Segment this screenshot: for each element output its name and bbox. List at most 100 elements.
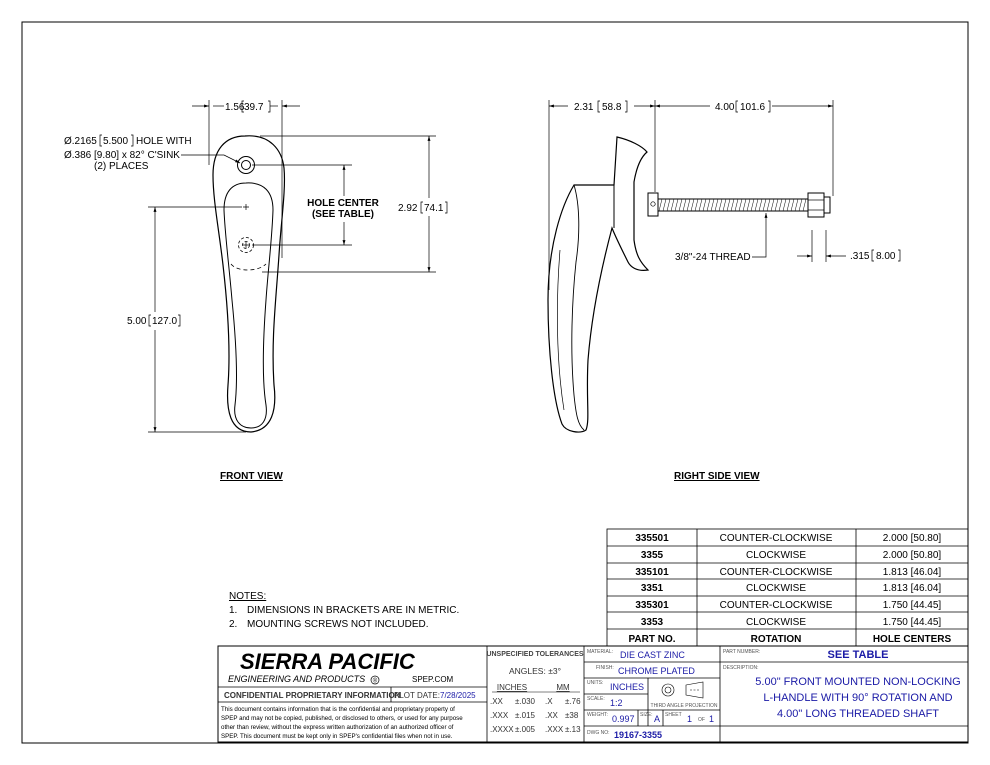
confidential-text-line: This document contains information that … — [221, 706, 455, 713]
handle-outline — [212, 135, 286, 433]
notes-title: NOTES: — [229, 591, 266, 602]
dim-length: 5.00 — [127, 316, 147, 327]
table-row-centers: 2.000 [50.80] — [883, 550, 942, 561]
tolerance-angles: ANGLES: ±3° — [509, 666, 561, 676]
hole-note-line1-mm: 5.500 — [103, 136, 128, 147]
table-row-part: 335501 — [635, 533, 669, 544]
tolerance-row-inch-place: .XX — [490, 697, 504, 706]
tolerance-row-inch-value: ±.030 — [515, 697, 536, 706]
tolerance-row-inch-value: ±.015 — [515, 711, 536, 720]
table-header-part: PART NO. — [628, 634, 675, 645]
table-row-rotation: COUNTER-CLOCKWISE — [720, 600, 833, 611]
right-side-view: 2.31 58.8 4.00 101.6 3/8"-24 THREAD .315… — [547, 100, 901, 482]
side-dim-end: .315 — [850, 251, 870, 262]
tolerance-row-inch-place: .XXXX — [490, 725, 514, 734]
confidential-text-line: other than review, without the express w… — [221, 724, 454, 731]
handle-lever-outline — [223, 182, 274, 429]
tolerance-mm-label: MM — [556, 683, 570, 692]
dim-width-mm: 39.7 — [244, 102, 264, 113]
table-header-centers: HOLE CENTERS — [873, 634, 952, 645]
hole-note-line1-suffix: HOLE WITH — [136, 136, 192, 147]
table-row-rotation: CLOCKWISE — [746, 550, 806, 561]
top-hole-countersink — [237, 156, 255, 174]
dim-height: 2.92 — [398, 203, 418, 214]
hole-note-line2: Ø.386 [9.80] x 82° C'SINK — [64, 150, 180, 161]
note-1-num: 1. — [229, 605, 237, 616]
hole-center-sublabel: (SEE TABLE) — [312, 209, 374, 220]
hidden-line — [230, 263, 267, 271]
table-row-part: 3355 — [641, 550, 664, 561]
material-label: MATERIAL: — [587, 649, 613, 655]
finish-value: CHROME PLATED — [618, 666, 695, 676]
side-view-title: RIGHT SIDE VIEW — [674, 471, 760, 482]
table-header-rotation: ROTATION — [751, 634, 802, 645]
front-view-title: FRONT VIEW — [220, 471, 283, 482]
registered-mark: ® — [373, 678, 378, 685]
scale-value: 1:2 — [610, 698, 623, 708]
top-hole — [241, 160, 251, 170]
plot-date: 7/28/2025 — [440, 691, 476, 700]
shaft-end — [823, 196, 831, 214]
side-dim-left-mm: 58.8 — [602, 102, 622, 113]
units-label: UNITS: — [587, 680, 603, 686]
dim-width: 1.56 — [225, 102, 245, 113]
sheet-value: 1 — [687, 714, 692, 724]
table-row-part: 335101 — [635, 567, 669, 578]
weight-value: 0.997 — [612, 714, 635, 724]
thread-label: 3/8"-24 THREAD — [675, 252, 751, 263]
hole-note-line1: Ø.2165 — [64, 136, 97, 147]
size-value: A — [654, 714, 660, 724]
company-website: SPEP.COM — [412, 675, 454, 684]
sheet-label: SHEET — [665, 712, 682, 718]
side-dim-left: 2.31 — [574, 102, 594, 113]
note-2-num: 2. — [229, 619, 237, 630]
table-row-rotation: CLOCKWISE — [746, 617, 806, 628]
sheet-total: 1 — [709, 714, 714, 724]
size-label: SIZE: — [640, 712, 653, 718]
bottom-hole — [242, 241, 250, 249]
dwg-no-label: DWG NO: — [587, 730, 610, 736]
side-handle-inner-line — [571, 184, 585, 431]
tolerance-row-mm-value: ±38 — [565, 711, 579, 720]
table-row-rotation: COUNTER-CLOCKWISE — [720, 567, 833, 578]
finish-label: FINISH: — [596, 665, 614, 671]
hex-nut — [807, 192, 825, 218]
table-row-rotation: COUNTER-CLOCKWISE — [720, 533, 833, 544]
hole-note-line3: (2) PLACES — [94, 161, 149, 172]
side-handle-edge-line — [557, 249, 565, 411]
part-table: 335501 COUNTER-CLOCKWISE 2.000 [50.80] 3… — [606, 528, 969, 647]
tolerance-row-mm-value: ±.13 — [565, 725, 581, 734]
material-value: DIE CAST ZINC — [620, 650, 685, 660]
projection-label: THIRD ANGLE PROJECTION — [651, 703, 718, 709]
shaft-hub — [647, 192, 659, 217]
tolerances-title: UNSPECIFIED TOLERANCES — [486, 651, 583, 658]
note-2-text: MOUNTING SCREWS NOT INCLUDED. — [247, 619, 429, 630]
tolerance-inches-label: INCHES — [497, 683, 527, 692]
third-angle-projection-icon — [661, 681, 704, 699]
table-row-part: 3351 — [641, 583, 664, 594]
dim-height-mm: 74.1 — [424, 203, 444, 214]
confidential-text-line: SPEP and may not be copied, published, o… — [221, 715, 463, 722]
sheet-of-label: OF — [698, 717, 705, 723]
tolerance-row-mm-value: ±.76 — [565, 697, 581, 706]
dwg-no-value: 19167-3355 — [614, 730, 662, 740]
table-row-part: 3353 — [641, 617, 664, 628]
table-row-rotation: CLOCKWISE — [746, 583, 806, 594]
confidential-text-line: SPEP. This document must be kept only in… — [221, 733, 453, 740]
description-line: 4.00" LONG THREADED SHAFT — [777, 708, 939, 720]
scale-label: SCALE: — [587, 696, 605, 702]
tolerance-row-inch-value: ±.005 — [515, 725, 536, 734]
shaft-threads — [658, 198, 807, 212]
description-line: L-HANDLE WITH 90° ROTATION AND — [763, 692, 952, 704]
table-row-part: 335301 — [635, 600, 669, 611]
part-number-label: PART NUMBER: — [723, 649, 760, 655]
sheet-border — [21, 21, 969, 744]
tolerance-row-inch-place: .XXX — [490, 711, 509, 720]
notes: NOTES: 1. DIMENSIONS IN BRACKETS ARE IN … — [229, 591, 459, 630]
tolerance-row-mm-place: .XXX — [545, 725, 564, 734]
table-row-centers: 1.750 [44.45] — [883, 600, 942, 611]
dim-length-mm: 127.0 — [152, 316, 177, 327]
hole-center-label: HOLE CENTER — [307, 198, 379, 209]
tolerance-row-mm-place: .XX — [545, 711, 559, 720]
